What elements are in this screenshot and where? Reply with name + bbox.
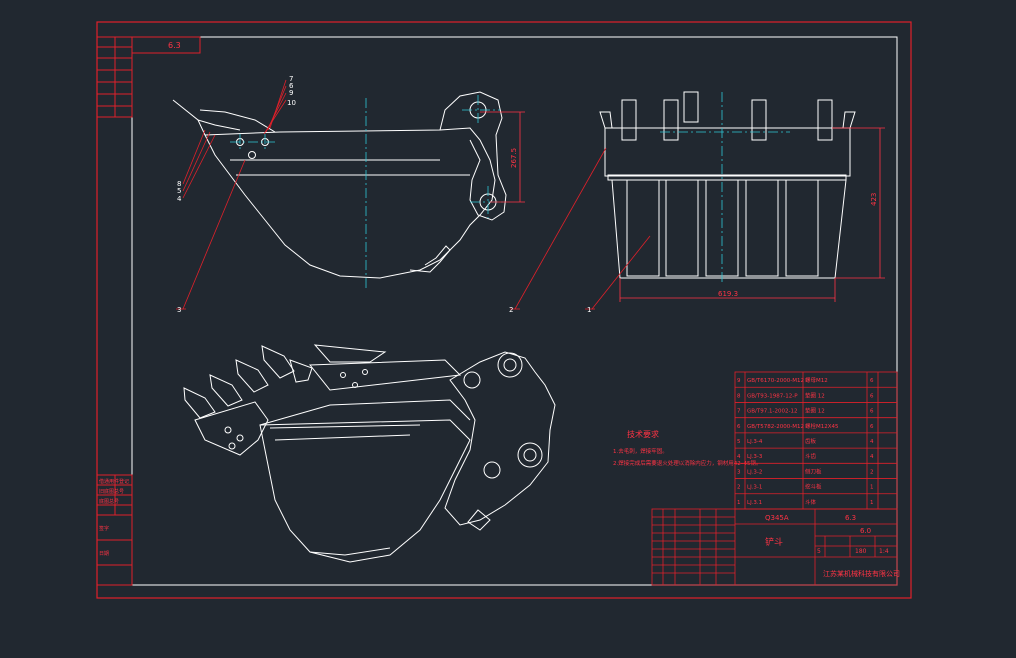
title-company: 江苏某机械科技有限公司 bbox=[823, 569, 900, 578]
title-block bbox=[651, 508, 898, 586]
bom-qty: 4 bbox=[870, 454, 874, 460]
outer-frame bbox=[96, 21, 912, 599]
inner-frame bbox=[131, 36, 898, 586]
bom-no: 8 bbox=[737, 393, 741, 399]
title-material: Q345A bbox=[765, 514, 789, 522]
front-dim-vertical-label: 423 bbox=[870, 193, 878, 206]
bom-name: 斗齿 bbox=[805, 453, 817, 460]
bom-qty: 1 bbox=[870, 485, 874, 491]
front-dim-lines bbox=[619, 127, 885, 302]
title-scale-top: 6.3 bbox=[845, 514, 856, 522]
left-label-1: 借通用件登记 bbox=[99, 478, 129, 485]
callout-9: 9 bbox=[289, 89, 293, 97]
bom-qty: 6 bbox=[870, 409, 874, 415]
bom-code: GB/T97.1-2002-12 bbox=[747, 409, 797, 415]
left-label-2: 旧底图总号 bbox=[99, 488, 124, 495]
bom-qty: 2 bbox=[870, 469, 874, 475]
title-grade: 6.0 bbox=[860, 527, 871, 535]
bom-name: 垫圈 12 bbox=[805, 407, 825, 415]
bom-name: 螺栓M12X45 bbox=[805, 422, 839, 430]
callout-2: 2 bbox=[509, 306, 513, 314]
left-label-3: 底图总号 bbox=[99, 498, 119, 505]
bom-name: 螺母M12 bbox=[805, 376, 828, 384]
callout-5: 5 bbox=[177, 187, 181, 195]
front-dim-horizontal-label: 619.3 bbox=[718, 290, 738, 298]
tech-requirements: 技术要求 1.去毛刺，焊接牢固。 2.焊接完成后需要退火处理以消除内应力，钢材用… bbox=[613, 429, 762, 467]
bom-qty: 4 bbox=[870, 439, 874, 445]
front-callout-leaders bbox=[510, 147, 651, 310]
side-callout-leaders bbox=[176, 79, 287, 310]
side-dim-vertical-label: 267.5 bbox=[510, 148, 518, 168]
tech-requirements-heading: 技术要求 bbox=[627, 429, 659, 439]
bom-no: 3 bbox=[737, 469, 741, 475]
side-callout-labels: 7 6 9 10 8 5 4 3 bbox=[177, 75, 296, 314]
top-left-box: 6.3 bbox=[97, 36, 201, 54]
title-ratio: 1:4 bbox=[879, 548, 889, 555]
callout-1: 1 bbox=[587, 306, 591, 314]
bom-code: LJ.3.1 bbox=[747, 500, 762, 506]
bom-qty: 1 bbox=[870, 500, 874, 506]
tech-requirements-line-1: 1.去毛刺，焊接牢固。 bbox=[613, 447, 668, 455]
bom-code: LJ.3-1 bbox=[747, 485, 762, 491]
bom-name: 侧刀板 bbox=[805, 467, 822, 475]
bom-qty: 6 bbox=[870, 393, 874, 399]
callout-10: 10 bbox=[287, 99, 296, 107]
bom-qty: 6 bbox=[870, 424, 874, 430]
top-left-box-value: 6.3 bbox=[168, 41, 181, 50]
bom-no: 6 bbox=[737, 424, 741, 430]
callout-7: 7 bbox=[289, 75, 293, 83]
bom-no: 9 bbox=[737, 378, 741, 384]
bom-code: LJ.3-2 bbox=[747, 469, 762, 475]
title-block-texts: Q345A 6.3 铲斗 6.0 5 180 1:4 江苏某机械科技有限公司 bbox=[765, 514, 900, 578]
bom-code: GB/T5782-2000-M12 bbox=[747, 424, 804, 430]
bom-no: 4 bbox=[737, 454, 741, 460]
front-view bbox=[599, 91, 856, 279]
bom-no: 1 bbox=[737, 500, 741, 506]
bom-no: 7 bbox=[737, 409, 741, 415]
tech-requirements-line-2: 2.焊接完成后需要退火处理以消除内应力，钢材用42–45钢。 bbox=[613, 459, 762, 467]
title-part-name: 铲斗 bbox=[765, 536, 783, 548]
callout-8: 8 bbox=[177, 180, 181, 188]
isometric-view bbox=[183, 344, 556, 563]
title-weight: 180 bbox=[855, 548, 867, 555]
bom-no: 5 bbox=[737, 439, 741, 445]
bom-name: 齿板 bbox=[805, 437, 817, 445]
left-strip-bottom bbox=[96, 474, 133, 586]
callout-6: 6 bbox=[289, 82, 294, 90]
side-view-centerlines bbox=[230, 95, 506, 290]
bom-code: LJ.3-3 bbox=[747, 454, 763, 460]
side-view bbox=[172, 91, 507, 279]
bom-code: LJ.3-4 bbox=[747, 439, 763, 445]
bom-no: 2 bbox=[737, 485, 741, 491]
side-dim-vertical bbox=[480, 111, 525, 203]
bom-name: 垫圈 12 bbox=[805, 391, 825, 399]
left-label-4: 签字 bbox=[99, 525, 109, 532]
bom-name: 斗体 bbox=[805, 498, 817, 506]
left-strip-top bbox=[96, 46, 133, 118]
bom-code: GB/T6170-2000-M12 bbox=[747, 378, 804, 384]
title-quantity: 5 bbox=[817, 548, 821, 555]
bom-qty: 6 bbox=[870, 378, 874, 384]
bom-name: 挖斗板 bbox=[805, 483, 822, 491]
callout-4: 4 bbox=[177, 195, 182, 203]
front-view-centerlines bbox=[660, 92, 790, 285]
bom-code: GB/T93-1987-12-P bbox=[747, 393, 798, 399]
left-label-5: 日期 bbox=[99, 551, 109, 557]
left-strip-bottom-labels: 借通用件登记 旧底图总号 底图总号 签字 日期 bbox=[99, 478, 129, 557]
callout-3: 3 bbox=[177, 306, 181, 314]
